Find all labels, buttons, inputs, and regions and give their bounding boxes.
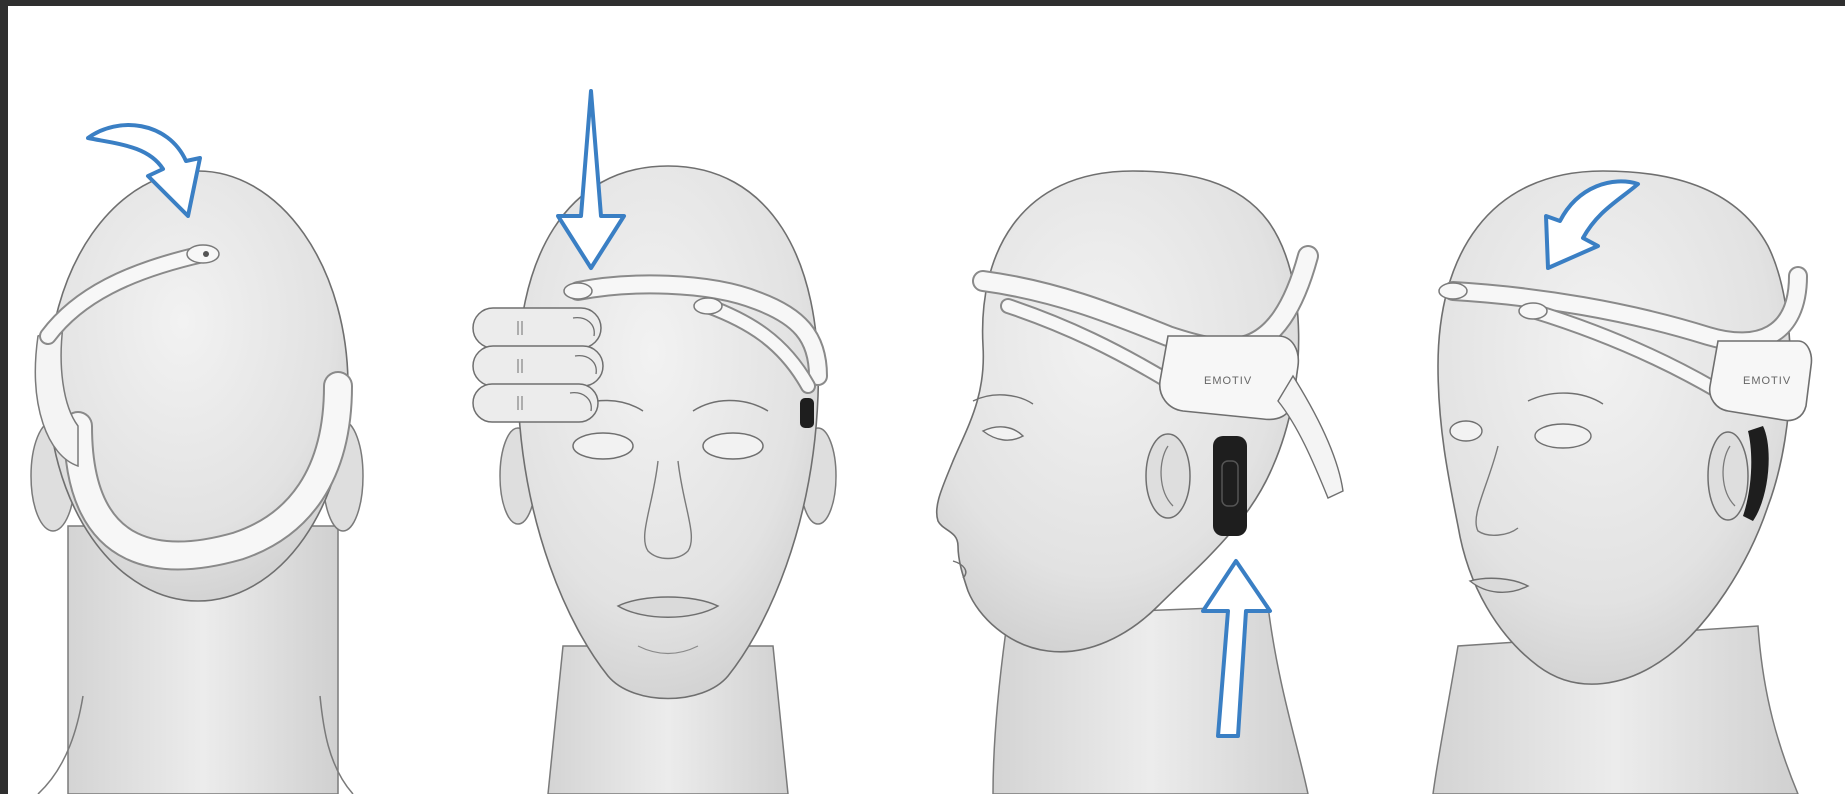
finger-2 bbox=[473, 346, 603, 386]
step-1-back-view bbox=[31, 125, 363, 794]
diagram-canvas: EMOTIV bbox=[8, 6, 1845, 794]
eye-right bbox=[703, 433, 763, 459]
step-4-three-quarter-view: EMOTIV bbox=[1433, 171, 1811, 794]
sensor-pad-front bbox=[800, 398, 814, 428]
head-front bbox=[518, 166, 819, 699]
head-three-quarter bbox=[1438, 171, 1791, 684]
headset-tail-side bbox=[1278, 376, 1343, 498]
headset-brand-label: EMOTIV bbox=[1204, 375, 1252, 387]
finger-1 bbox=[473, 308, 601, 348]
sensor-tip-three-quarter bbox=[1439, 283, 1467, 299]
head-back bbox=[48, 171, 348, 601]
sensor-tip-three-quarter-2 bbox=[1519, 303, 1547, 319]
hand-fingers bbox=[473, 308, 603, 422]
ear-three-quarter bbox=[1708, 432, 1748, 520]
headset-brand-label-three-quarter: EMOTIV bbox=[1743, 375, 1791, 387]
sensor-pad-side bbox=[1213, 436, 1247, 536]
step-2-front-view bbox=[473, 91, 836, 794]
step-3-side-view: EMOTIV bbox=[937, 171, 1343, 794]
finger-3 bbox=[473, 384, 598, 422]
eye-three-quarter-right bbox=[1535, 424, 1591, 448]
sensor-tip-front-2 bbox=[694, 298, 722, 314]
sensor-dot bbox=[203, 251, 209, 257]
eye-three-quarter-left bbox=[1450, 421, 1482, 441]
headset-fitting-diagram: EMOTIV bbox=[8, 6, 1845, 794]
sensor-tip-front bbox=[564, 283, 592, 299]
eye-left bbox=[573, 433, 633, 459]
